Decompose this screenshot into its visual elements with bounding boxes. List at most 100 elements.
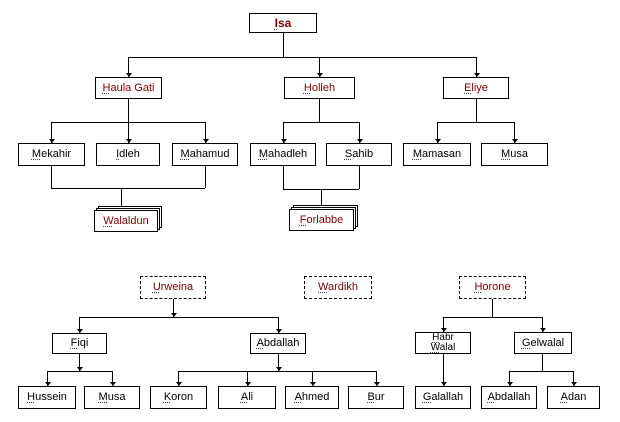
- node-haula-gati: Haula Gati: [95, 77, 162, 99]
- node-forlabbe: Forlabbe: [289, 205, 358, 231]
- connector-line: [112, 371, 113, 386]
- node-isa: Isa: [249, 13, 317, 33]
- arrow-down-icon: [276, 329, 282, 333]
- node-idleh: Idleh: [96, 143, 160, 166]
- connector-line: [443, 317, 542, 318]
- connector-line: [173, 299, 174, 317]
- node-walaldun-label: Walaldun: [103, 214, 149, 227]
- arrow-down-icon: [435, 139, 441, 143]
- node-mekahir: Mekahir: [18, 143, 85, 166]
- connector-line: [359, 166, 360, 189]
- connector-line: [283, 122, 359, 123]
- node-mahamud-label: Mahamud: [180, 148, 230, 160]
- node-fiqi: Fiqi: [52, 333, 107, 354]
- connector-line: [509, 371, 573, 372]
- arrow-down-icon: [317, 73, 323, 77]
- node-abdallah-lower-label: Abdallah: [487, 391, 531, 403]
- connector-line: [79, 317, 278, 318]
- node-ali-label: Ali: [240, 391, 254, 403]
- connector-line: [79, 317, 80, 333]
- arrow-down-icon: [310, 382, 316, 386]
- node-bur-label: Bur: [367, 391, 385, 403]
- node-walaldun: Walaldun: [94, 206, 162, 232]
- connector-line: [476, 99, 477, 122]
- connector-line: [121, 188, 122, 210]
- connector-line: [319, 99, 320, 122]
- node-walaldun-front: Walaldun: [94, 210, 158, 232]
- connector-line: [247, 371, 248, 386]
- connector-line: [205, 166, 206, 188]
- connector-line: [376, 371, 377, 386]
- connector-line: [476, 57, 477, 77]
- node-gelwalal: Gelwalal: [514, 332, 572, 354]
- connector-line: [319, 57, 320, 77]
- arrow-down-icon: [49, 139, 55, 143]
- arrow-down-icon: [126, 139, 132, 143]
- node-ahmed-label: Ahmed: [294, 391, 330, 403]
- node-musa-upper: Musa: [481, 143, 548, 166]
- arrow-down-icon: [512, 139, 518, 143]
- node-galallah: Galallah: [415, 386, 471, 409]
- connector-line: [283, 166, 284, 189]
- arrow-down-icon: [507, 382, 513, 386]
- connector-line: [283, 33, 284, 57]
- node-eliye-label: Eliye: [464, 81, 488, 94]
- connector-line: [47, 371, 112, 372]
- connector-line: [283, 122, 284, 143]
- connector-line: [128, 122, 129, 143]
- connector-line: [51, 122, 52, 143]
- node-mekahir-label: Mekahir: [31, 148, 72, 160]
- connector-line: [278, 354, 279, 371]
- connector-line: [573, 371, 574, 386]
- node-mamasan-label: Mamasan: [412, 148, 462, 160]
- node-koron: Koron: [150, 386, 207, 409]
- arrow-down-icon: [441, 328, 447, 332]
- node-wardikh-label: Wardikh: [318, 281, 358, 293]
- arrow-down-icon: [540, 328, 546, 332]
- node-forlabbe-label: Forlabbe: [299, 213, 344, 226]
- node-habr-walal-line1: Habr: [432, 332, 454, 343]
- node-gelwalal-label: Gelwalal: [521, 336, 565, 349]
- connector-line: [312, 371, 313, 386]
- node-idleh-label: Idleh: [116, 148, 140, 160]
- node-holleh-label: Holleh: [303, 81, 336, 94]
- arrow-down-icon: [474, 73, 480, 77]
- connector-line: [437, 122, 438, 143]
- node-horone-label: Horone: [474, 281, 511, 293]
- node-bur: Bur: [348, 386, 404, 409]
- connector-line: [542, 317, 543, 332]
- node-galallah-label: Galallah: [422, 391, 464, 403]
- node-horone: Horone: [459, 276, 526, 299]
- node-holleh: Holleh: [284, 77, 355, 99]
- node-ali: Ali: [218, 386, 276, 409]
- node-sahib: Sahib: [326, 143, 392, 166]
- node-habr-walal: Habr Walal: [415, 332, 471, 354]
- node-sahib-label: Sahib: [344, 148, 374, 160]
- node-forlabbe-front: Forlabbe: [289, 209, 354, 231]
- connector-line: [205, 122, 206, 143]
- arrow-down-icon: [171, 313, 177, 317]
- connector-line: [514, 122, 515, 143]
- connector-line: [128, 57, 476, 58]
- node-haula-gati-label: Haula Gati: [102, 81, 155, 94]
- arrow-down-icon: [77, 367, 83, 371]
- node-adan-label: Adan: [560, 391, 587, 403]
- connector-line: [437, 122, 514, 123]
- arrow-down-icon: [245, 382, 251, 386]
- connector-line: [542, 354, 543, 371]
- connector-line: [509, 371, 510, 386]
- connector-line: [359, 122, 360, 143]
- connector-line: [47, 371, 48, 386]
- connector-line: [51, 166, 52, 188]
- arrow-down-icon: [374, 382, 380, 386]
- arrow-down-icon: [110, 382, 116, 386]
- connector-line: [178, 371, 179, 386]
- connector-line: [443, 317, 444, 332]
- node-abdallah-lower: Abdallah: [481, 386, 537, 409]
- arrow-down-icon: [176, 382, 182, 386]
- node-fiqi-label: Fiqi: [70, 337, 89, 349]
- connector-line: [128, 99, 129, 122]
- node-mahadleh: Mahadleh: [250, 143, 316, 166]
- connector-line: [443, 354, 444, 386]
